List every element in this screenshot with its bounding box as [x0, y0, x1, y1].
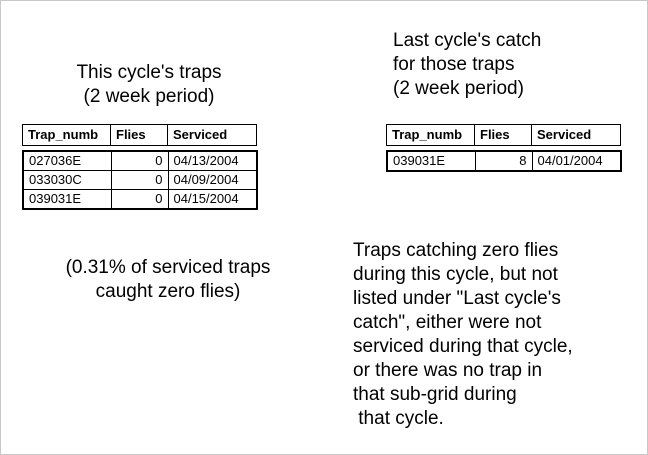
cell-trap-number[interactable]: 039031E — [387, 151, 476, 171]
column-header-serviced[interactable]: Serviced — [537, 127, 592, 142]
table-header-row: Trap_numb Flies Serviced — [386, 124, 621, 146]
cell-trap-number[interactable]: 027036E — [23, 151, 112, 171]
last-cycle-table-body: 039031E 8 04/01/2004 — [386, 150, 622, 172]
column-header-flies[interactable]: Flies — [110, 124, 168, 146]
this-cycle-table-body: 027036E 0 04/13/2004 033030C 0 04/09/200… — [22, 150, 258, 210]
this-cycle-table-header: Trap_numb Flies Serviced — [22, 124, 257, 146]
cell-trap-number[interactable]: 039031E — [23, 189, 112, 209]
cell-serviced[interactable]: 04/09/2004 — [168, 170, 257, 190]
explanatory-note: Traps catching zero flies during this cy… — [353, 240, 573, 429]
zero-flies-percentage-caption: (0.31% of serviced traps caught zero fli… — [65, 257, 271, 302]
cell-serviced[interactable]: 04/13/2004 — [168, 151, 257, 171]
last-cycle-catch-table: Trap_numb Flies Serviced 039031E 8 04/01… — [386, 124, 622, 172]
table-row[interactable]: 027036E 0 04/13/2004 — [23, 151, 257, 171]
cell-flies[interactable]: 0 — [111, 151, 169, 171]
this-cycle-traps-table: Trap_numb Flies Serviced 027036E 0 04/13… — [22, 124, 258, 210]
this-cycle-heading: This cycle's traps (2 week period) — [76, 62, 222, 107]
last-cycle-table-header: Trap_numb Flies Serviced — [386, 124, 621, 146]
column-header-serviced[interactable]: Serviced — [173, 127, 228, 142]
column-header-trap-number[interactable]: Trap_numb — [22, 124, 111, 146]
cell-serviced[interactable]: 04/15/2004 — [173, 191, 239, 206]
cell-trap-number[interactable]: 033030C — [23, 170, 112, 190]
cell-flies[interactable]: 8 — [475, 151, 533, 171]
cell-flies[interactable]: 0 — [111, 170, 169, 190]
table-row[interactable]: 033030C 0 04/09/2004 — [23, 170, 257, 190]
table-row[interactable]: 039031E 8 04/01/2004 — [387, 151, 621, 171]
column-header-trap-number[interactable]: Trap_numb — [386, 124, 475, 146]
last-cycle-heading: Last cycle's catch for those traps (2 we… — [393, 30, 542, 99]
table-row[interactable]: 039031E 0 04/15/2004 — [23, 189, 257, 209]
cell-flies[interactable]: 0 — [111, 189, 169, 209]
table-header-row: Trap_numb Flies Serviced — [22, 124, 257, 146]
column-header-flies[interactable]: Flies — [474, 124, 532, 146]
cell-serviced[interactable]: 04/01/2004 — [537, 153, 603, 168]
